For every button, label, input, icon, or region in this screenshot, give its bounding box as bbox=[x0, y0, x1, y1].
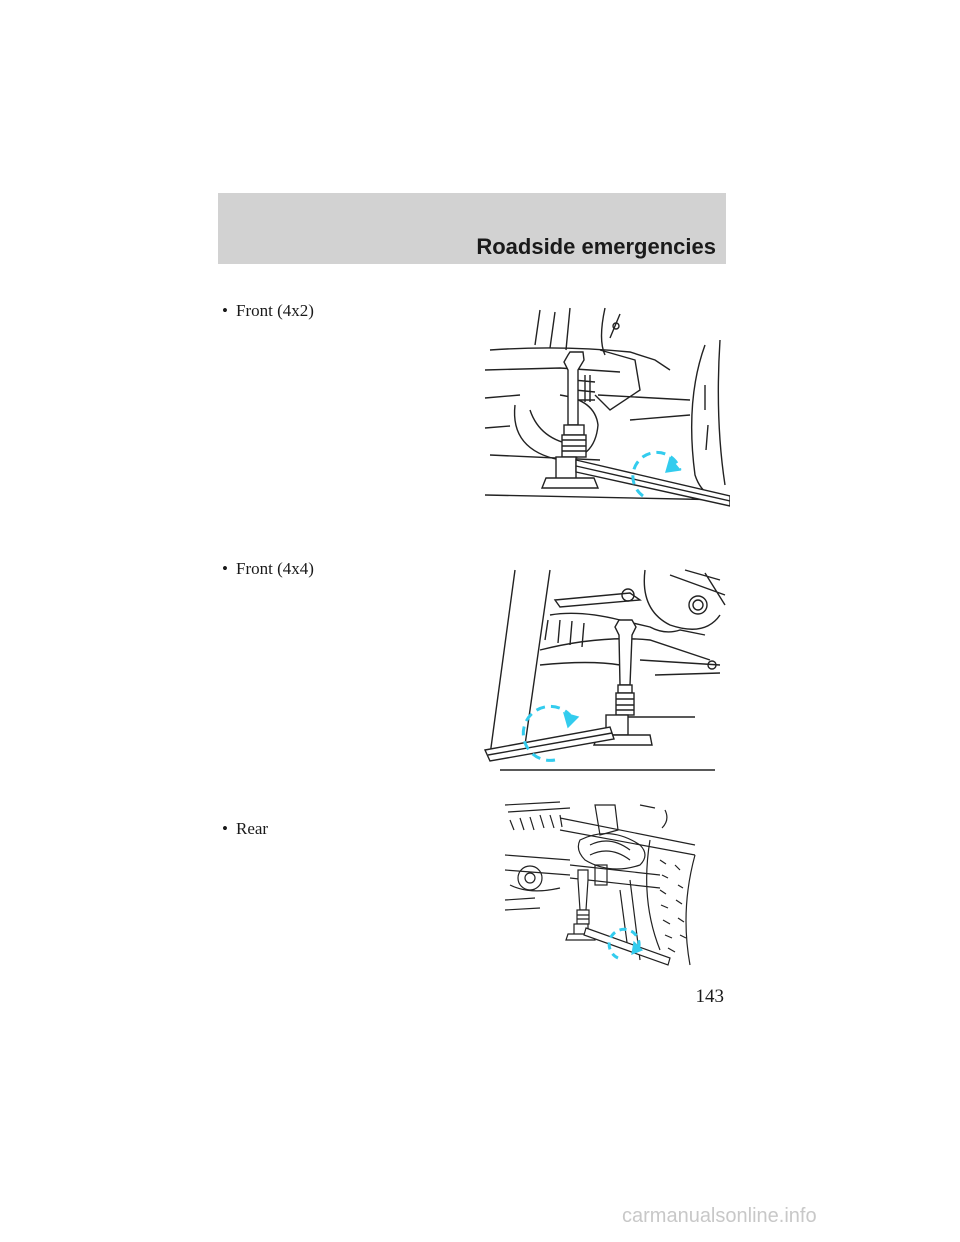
bullet-item-rear: • Rear bbox=[222, 819, 268, 839]
jack-front-4x2-illustration bbox=[480, 300, 730, 515]
jack-rear-illustration bbox=[500, 800, 705, 970]
bullet-symbol: • bbox=[222, 559, 228, 578]
bullet-item-front-4x2: • Front (4x2) bbox=[222, 301, 314, 321]
bullet-label: Front (4x2) bbox=[236, 301, 314, 320]
bullet-label: Front (4x4) bbox=[236, 559, 314, 578]
section-header-band: Roadside emergencies bbox=[218, 193, 726, 264]
bullet-symbol: • bbox=[222, 819, 228, 838]
section-title: Roadside emergencies bbox=[476, 234, 716, 259]
bullet-label: Rear bbox=[236, 819, 269, 838]
page-number: 143 bbox=[695, 986, 725, 1007]
jack-front-4x4-illustration bbox=[480, 565, 730, 775]
bullet-symbol: • bbox=[222, 301, 228, 320]
bullet-item-front-4x4: • Front (4x4) bbox=[222, 559, 314, 579]
watermark: carmanualsonline.info bbox=[622, 1205, 817, 1227]
